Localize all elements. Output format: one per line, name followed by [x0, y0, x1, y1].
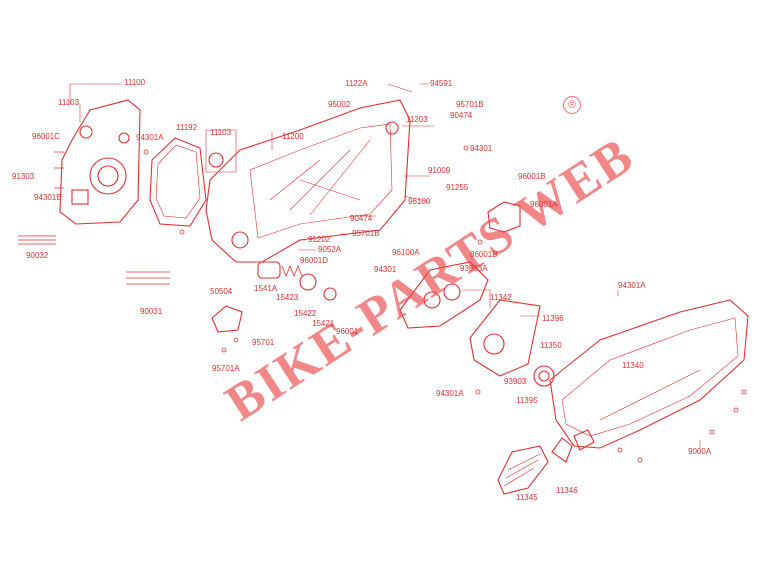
- bearing-part: [533, 365, 555, 387]
- label-94301A-c: 94301A: [436, 389, 464, 398]
- label-1122A: 1122A: [345, 79, 368, 88]
- label-94301-b: 94301: [374, 265, 397, 274]
- label-91009: 91009: [428, 166, 451, 175]
- label-11103-b: 11103: [210, 128, 232, 137]
- bolts-group: [18, 151, 170, 285]
- label-95701B-b: 95701B: [352, 229, 380, 238]
- label-96001B: 96001B: [518, 172, 546, 181]
- label-95701B: 95701B: [456, 100, 484, 109]
- label-93903A: 93903A: [460, 264, 488, 273]
- label-11342: 11342: [490, 293, 512, 302]
- bracket-part: [487, 201, 521, 233]
- label-95701: 95701: [252, 338, 275, 347]
- leader-lines: [69, 83, 701, 448]
- label-91303: 91303: [12, 172, 35, 181]
- label-94301: 94301: [470, 144, 493, 153]
- label-90474-b: 90474: [350, 214, 373, 223]
- label-15422: 15422: [294, 309, 317, 318]
- label-96001D: 96001D: [300, 256, 329, 265]
- label-11192: 11192: [176, 123, 198, 132]
- label-11350: 11350: [540, 341, 562, 350]
- label-95002: 95002: [328, 100, 351, 109]
- label-91202: 91202: [308, 235, 331, 244]
- label-11345: 11345: [516, 493, 538, 502]
- label-96100A: 96100A: [392, 248, 420, 257]
- label-11103: 11103: [58, 98, 80, 107]
- label-96100: 96100: [408, 197, 431, 206]
- label-11346: 11346: [556, 486, 578, 495]
- air-duct-part: [497, 437, 573, 495]
- label-91255: 91255: [446, 183, 469, 192]
- label-94301B: 94301B: [34, 193, 62, 202]
- label-50504: 50504: [210, 287, 233, 296]
- label-15421: 15421: [312, 319, 335, 328]
- label-11203: 11203: [406, 115, 428, 124]
- label-1541A: 1541A: [254, 284, 278, 293]
- crankcase-left-part: [59, 99, 141, 225]
- screws-group: [143, 145, 747, 463]
- cover-gasket-part: [469, 299, 541, 377]
- copyright-icon: ®: [563, 96, 581, 114]
- label-11395: 11395: [516, 396, 538, 405]
- label-15423: 15423: [276, 293, 299, 302]
- oil-strainer-part: [257, 261, 337, 301]
- gasket-part: [149, 137, 207, 227]
- label-93903: 93903: [504, 377, 527, 386]
- label-11200: 11200: [282, 132, 304, 141]
- label-11396: 11396: [542, 314, 564, 323]
- label-96001C: 96001C: [32, 132, 61, 141]
- label-9000A: 9000A: [688, 447, 712, 456]
- label-11340: 11340: [622, 361, 644, 370]
- label-11100: 11100: [124, 78, 146, 87]
- label-90474: 90474: [450, 111, 473, 120]
- label-96001: 96001: [336, 327, 359, 336]
- label-9052A: 9052A: [318, 245, 342, 254]
- label-94301A-b: 94301A: [618, 281, 646, 290]
- cover-clip-part: [211, 305, 243, 333]
- label-95701A: 95701A: [212, 364, 240, 373]
- label-96001A: 96001A: [530, 200, 558, 209]
- label-96001B-b: 96001B: [470, 250, 498, 259]
- crankcase-main-part: [205, 99, 411, 263]
- label-94591: 94591: [430, 79, 453, 88]
- label-94301A: 94301A: [136, 133, 164, 142]
- label-90032: 90032: [26, 251, 49, 260]
- outer-cover-part: [549, 299, 749, 451]
- label-90031: 90031: [140, 307, 163, 316]
